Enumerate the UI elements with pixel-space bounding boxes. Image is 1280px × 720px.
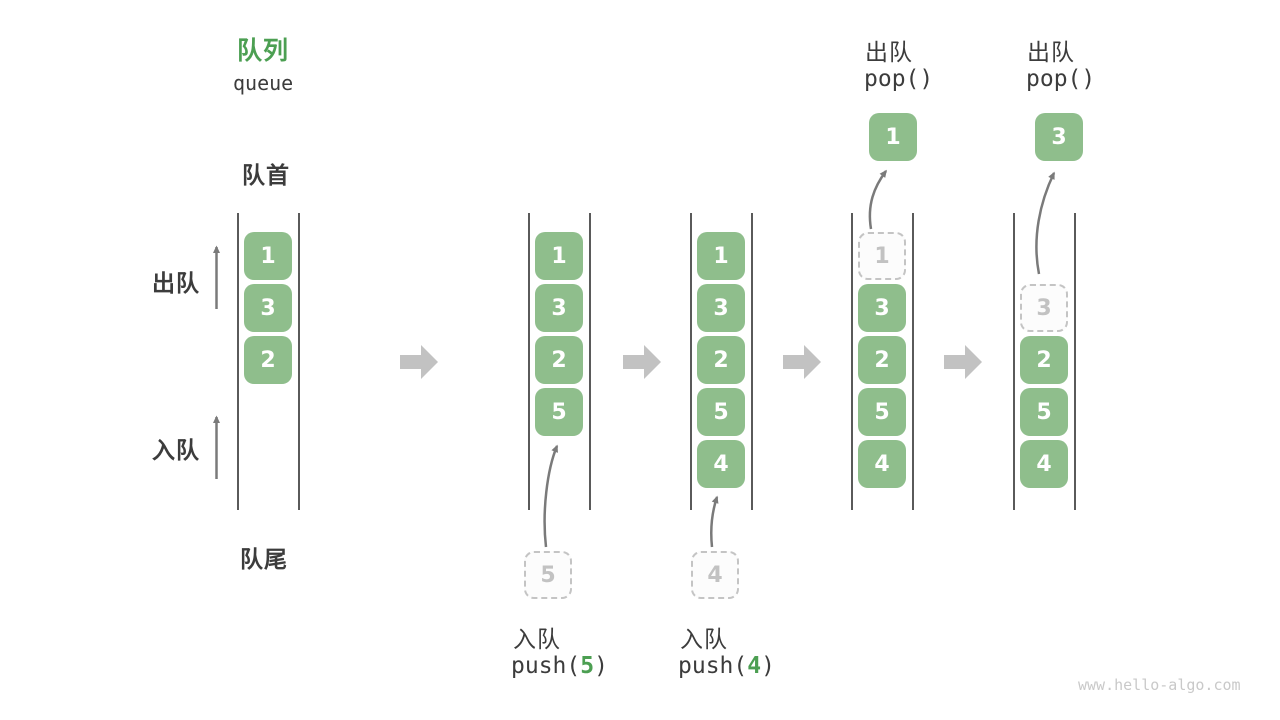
push4-arg: 4: [747, 653, 762, 679]
queue-element: 1: [244, 232, 292, 280]
queue-element: 2: [244, 336, 292, 384]
queue-wall: [851, 213, 853, 510]
queue-element: 4: [1020, 440, 1068, 488]
enqueue-op-label: 入队: [513, 626, 561, 652]
flow-arrow-1: [400, 345, 438, 379]
queue-element: 3: [535, 284, 583, 332]
queue-wall: [589, 213, 591, 510]
code-text: ): [761, 653, 775, 679]
queue-element: 1: [697, 232, 745, 280]
queue-wall: [528, 213, 530, 510]
flow-arrow-4: [944, 345, 982, 379]
queue-wall: [912, 213, 914, 510]
dequeue-op-label: 出队: [865, 39, 913, 65]
queue-element: 5: [697, 388, 745, 436]
push4-arrow: [709, 495, 719, 548]
queue-rear-label: 队尾: [240, 546, 288, 572]
queue-element: 2: [697, 336, 745, 384]
push5-arrow: [543, 444, 559, 548]
enqueue-direction-label: 入队: [152, 437, 200, 463]
queue-element: 3: [244, 284, 292, 332]
code-text: push(: [678, 653, 748, 679]
pop2-code: pop(): [1026, 66, 1096, 92]
queue-element: 5: [858, 388, 906, 436]
queue-element: 4: [858, 440, 906, 488]
incoming-element: 4: [691, 551, 739, 599]
pop2-arrow: [1035, 171, 1056, 275]
queue-front-label: 队首: [242, 162, 290, 188]
queue-element: 3: [858, 284, 906, 332]
push5-arg: 5: [580, 653, 595, 679]
dequeue-op-label: 出队: [1027, 39, 1075, 65]
queue-wall: [1074, 213, 1076, 510]
enqueue-op-label: 入队: [680, 626, 728, 652]
dequeue-direction-label: 出队: [152, 270, 200, 296]
code-text: push(: [511, 653, 581, 679]
diagram-title-zh: 队列: [237, 37, 290, 65]
removed-element: 3: [1020, 284, 1068, 332]
queue-element: 1: [535, 232, 583, 280]
flow-arrow-3: [783, 345, 821, 379]
removed-element: 1: [858, 232, 906, 280]
push4-code: push(4): [678, 653, 775, 679]
popped-element: 3: [1035, 113, 1083, 161]
flow-arrow-2: [623, 345, 661, 379]
queue-wall: [298, 213, 300, 510]
queue-element: 3: [697, 284, 745, 332]
pop1-code: pop(): [864, 66, 934, 92]
incoming-element: 5: [524, 551, 572, 599]
diagram-title-en: queue: [233, 71, 294, 95]
queue-element: 2: [858, 336, 906, 384]
queue-element: 5: [1020, 388, 1068, 436]
queue-wall: [1013, 213, 1015, 510]
queue-wall: [690, 213, 692, 510]
queue-element: 5: [535, 388, 583, 436]
popped-element: 1: [869, 113, 917, 161]
queue-element: 2: [1020, 336, 1068, 384]
code-text: ): [594, 653, 608, 679]
watermark: www.hello-algo.com: [1078, 676, 1241, 694]
queue-wall: [751, 213, 753, 510]
queue-element: 2: [535, 336, 583, 384]
queue-element: 4: [697, 440, 745, 488]
push5-code: push(5): [511, 653, 608, 679]
pop1-arrow: [868, 169, 888, 230]
queue-wall: [237, 213, 239, 510]
